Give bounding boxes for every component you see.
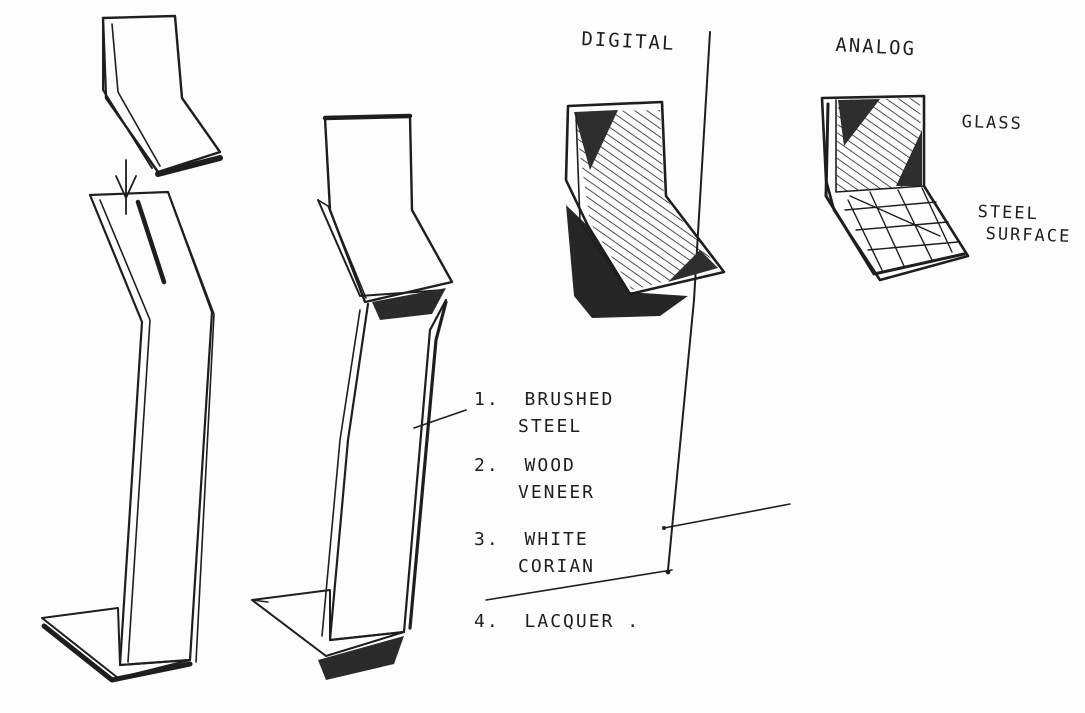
kiosk-base-plate [41, 607, 191, 679]
material-name-line1: WHITE [524, 529, 589, 550]
material-number: 2. [474, 455, 500, 476]
kiosk-base-guide [251, 599, 269, 603]
digital-screen-hatching [574, 110, 718, 290]
digital-screen-dark-corner-2 [668, 250, 718, 282]
analog-label: ANALOG [834, 34, 917, 61]
kiosk-head [323, 114, 454, 304]
vertical-divider-line [667, 31, 711, 571]
digital-head-outline [564, 100, 726, 296]
glass-label: GLASS [961, 112, 1024, 135]
kiosk-base-shadow [318, 636, 404, 680]
digital-screen-dark-corner-1 [574, 110, 618, 170]
kiosk-head-top-edge [322, 113, 413, 121]
kiosk-base-shadow-edge [41, 623, 193, 683]
material-item-2: 2. WOOD VENEER [474, 452, 595, 506]
material-leader-line [413, 409, 467, 429]
list-underline [485, 569, 673, 601]
material-name-line1: LACQUER . [524, 611, 641, 632]
material-name-line1: WOOD [524, 455, 576, 476]
line-endpoint-dot [665, 569, 671, 575]
kiosk-column-inner-line [99, 199, 151, 663]
material-item-1: 1. BRUSHED STEEL [474, 386, 614, 440]
kiosk-exploded-view [41, 14, 223, 683]
analog-glass-dark-corner-1 [838, 99, 880, 146]
analog-head-shaded-edge [824, 102, 966, 276]
kiosk-head-back-edge [102, 21, 153, 169]
material-number: 3. [474, 529, 500, 550]
steel-surface-label-line2: SURFACE [985, 224, 1072, 247]
kiosk-head-inner-edge [111, 23, 161, 167]
analog-glass-edge [835, 99, 925, 193]
analog-head-sketch [820, 94, 970, 282]
line-endpoint-dot [662, 526, 666, 530]
digital-head-sketch [564, 100, 726, 318]
kiosk-head-side [317, 199, 445, 297]
digital-head-inner-edge [575, 113, 629, 293]
kiosk-column-outline-2 [328, 298, 448, 642]
layout-lines [485, 31, 791, 601]
material-name-line1: BRUSHED [524, 389, 615, 410]
material-number: 1. [474, 389, 500, 410]
kiosk-head-shadow [372, 288, 446, 320]
kiosk-head-front-edge [317, 199, 367, 299]
material-name-line2: VENEER [518, 482, 596, 503]
kiosk-column-inner-line-2 [321, 309, 361, 637]
material-item-4: 4. LACQUER . [474, 608, 640, 635]
card-slot [135, 199, 167, 285]
analog-glass-dark-corner-2 [896, 130, 922, 186]
material-name-line2: STEEL [518, 416, 583, 437]
kiosk-head-detached [101, 14, 222, 174]
steel-surface-label-line1: STEEL [977, 202, 1040, 225]
kiosk-head-lower-edge [155, 155, 223, 177]
material-name-line2: CORIAN [518, 556, 596, 577]
kiosk-base-plate-2 [251, 589, 405, 657]
kiosk-column-outline [88, 190, 214, 667]
analog-steel-grid [844, 187, 959, 271]
digital-head-shadow [566, 205, 688, 318]
material-number: 4. [474, 611, 500, 632]
kiosk-column-edge [167, 191, 215, 663]
kiosk-assembled-view [251, 113, 467, 680]
assembly-arrow [115, 159, 137, 215]
material-item-3: 3. WHITE CORIAN [474, 526, 595, 580]
kiosk-column-shaded-edge [408, 300, 448, 630]
horizontal-pointer-line [663, 503, 791, 529]
